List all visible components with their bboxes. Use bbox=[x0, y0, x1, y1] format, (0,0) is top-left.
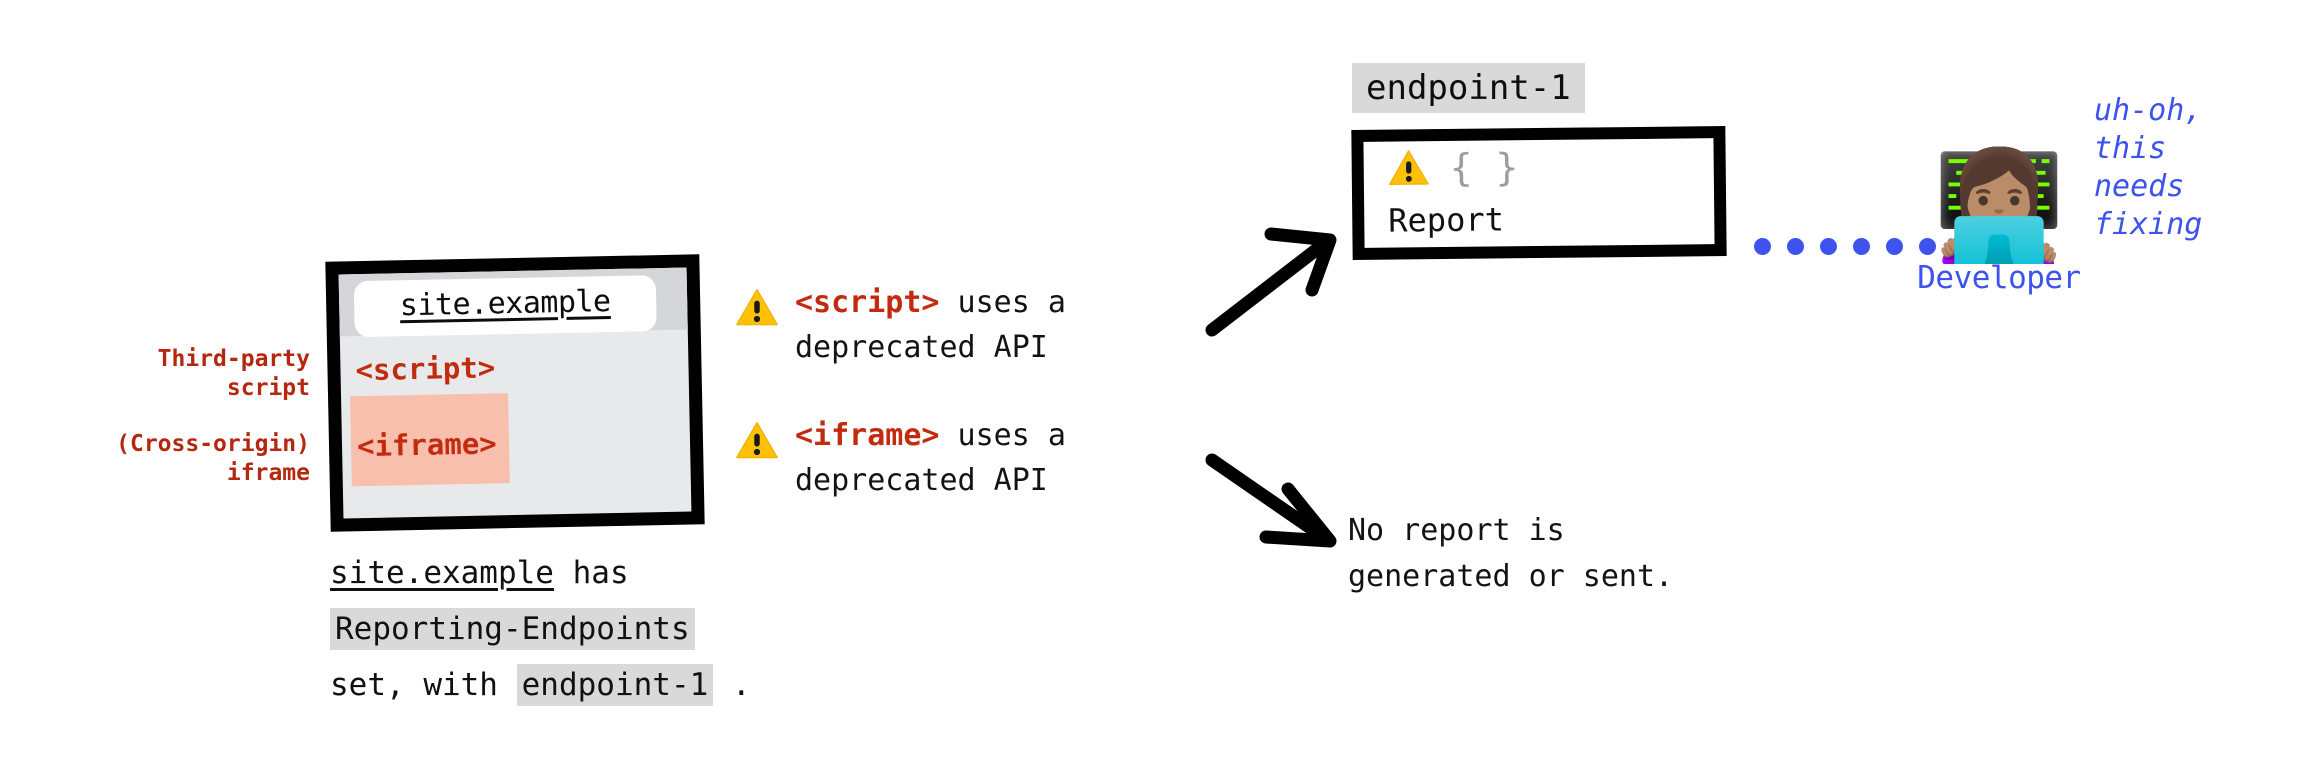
caption-endpoint-chip: endpoint-1 bbox=[516, 664, 714, 706]
connector-dot bbox=[1919, 238, 1936, 255]
warning-tag-script: <script> bbox=[795, 285, 940, 320]
code-line-iframe: <iframe> bbox=[356, 426, 498, 464]
warning-rest-script: uses a deprecated API bbox=[795, 285, 1066, 365]
warning-tag-iframe: <iframe> bbox=[795, 418, 940, 453]
report-label: Report bbox=[1388, 200, 1505, 240]
warning-triangle-icon bbox=[736, 288, 778, 326]
report-icons-group: { } bbox=[1388, 145, 1519, 190]
developer-speech-text: uh-oh, this needs fixing bbox=[2094, 93, 2203, 242]
developer-label: Developer bbox=[1917, 260, 2081, 296]
connector-dot bbox=[1754, 238, 1771, 255]
code-line-script: <script> bbox=[355, 350, 496, 388]
third-party-script-label: Third-party script bbox=[157, 346, 310, 401]
caption-set-with-text: set, with bbox=[330, 667, 517, 703]
warning-rest-iframe: uses a deprecated API bbox=[795, 418, 1066, 498]
caption-site-name: site.example bbox=[330, 555, 554, 591]
report-box: { } Report bbox=[1351, 126, 1727, 260]
developer-avatar-icon: 👩🏽‍💻 bbox=[1933, 144, 2065, 267]
url-text: site.example bbox=[399, 284, 611, 324]
caption-period: . bbox=[713, 667, 751, 703]
browser-caption: site.example has Reporting-Endpoints set… bbox=[330, 545, 950, 713]
left-labels-group: Third-party script (Cross-origin) iframe bbox=[60, 345, 310, 488]
url-bar[interactable]: site.example bbox=[353, 275, 657, 338]
cross-origin-iframe-label: (Cross-origin) iframe bbox=[116, 431, 310, 486]
warning-triangle-icon bbox=[1388, 150, 1429, 185]
warning-text-script: <script> uses a deprecated API bbox=[795, 280, 1066, 370]
caption-line-2: Reporting-Endpoints bbox=[330, 601, 950, 657]
developer-block: 👩🏽‍💻 Developer bbox=[1904, 144, 2094, 297]
endpoint-badge: endpoint-1 bbox=[1352, 63, 1585, 113]
warning-text-iframe: <iframe> uses a deprecated API bbox=[795, 413, 1066, 503]
connector-dot bbox=[1853, 238, 1870, 255]
arrow-to-report bbox=[1205, 227, 1337, 337]
no-report-text: No report is generated or sent. bbox=[1348, 513, 1674, 594]
connector-dot bbox=[1886, 238, 1903, 255]
browser-window: site.example <script> <iframe> bbox=[325, 254, 705, 532]
warning-row-iframe: <iframe> uses a deprecated API bbox=[735, 413, 1185, 503]
warning-row-script: <script> uses a deprecated API bbox=[735, 280, 1185, 370]
warning-triangle-icon bbox=[736, 421, 778, 459]
caption-line-1: site.example has bbox=[330, 545, 950, 601]
json-braces-icon: { } bbox=[1449, 145, 1519, 190]
arrow-to-no-report bbox=[1205, 453, 1337, 548]
caption-line-3: set, with endpoint-1 . bbox=[330, 657, 950, 713]
dotted-connector bbox=[1754, 238, 1936, 255]
connector-dot bbox=[1820, 238, 1837, 255]
caption-reporting-endpoints-chip: Reporting-Endpoints bbox=[330, 608, 695, 650]
connector-dot bbox=[1787, 238, 1804, 255]
caption-has-text: has bbox=[553, 555, 629, 591]
report-frame bbox=[1351, 126, 1727, 260]
